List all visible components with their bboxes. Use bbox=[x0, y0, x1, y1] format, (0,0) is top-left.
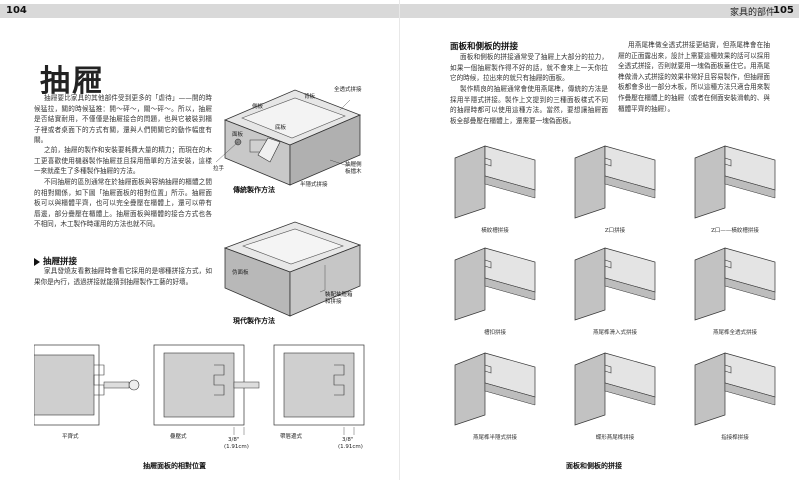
label-front-panel: 面板 bbox=[232, 132, 244, 138]
joint-caption-8: 蝶形燕尾榫拼接 bbox=[595, 435, 635, 441]
subheading: 抽屜拼接 bbox=[34, 255, 77, 267]
joint-illustration-9 bbox=[694, 352, 776, 426]
label-bottom-panel: 底板 bbox=[275, 125, 287, 131]
joint-illustration-1 bbox=[454, 145, 536, 219]
dim-overlay-inch: 3/8" bbox=[228, 437, 240, 443]
right-page-number: 105 bbox=[773, 5, 794, 16]
arrow-icon bbox=[34, 257, 40, 266]
joint-illustration-6 bbox=[694, 247, 776, 321]
label-box-assembly: 裝配抽屜箱和拼接 bbox=[325, 292, 353, 305]
right-col1-p1: 面板和側板的拼接通常受了抽屜上大部分的拉力，如果一個抽屜製作得不好的話，就不會來… bbox=[450, 53, 608, 83]
label-lipped: 帶唇邊式 bbox=[280, 434, 303, 440]
dim-lipped-inch: 3/8" bbox=[342, 437, 354, 443]
paragraph-3: 不同抽屜的區別通常在於抽屜面板與容納抽屜的櫃體之間的相對關係，如下圖「抽屜面板的… bbox=[34, 178, 212, 229]
paragraph-2: 之前，抽屜的製作和安裝要耗費大量的精力；而現在的木工更喜歡使用機器製作抽屜並且採… bbox=[34, 146, 212, 176]
joint-illustration-5 bbox=[574, 247, 656, 321]
joint-illustration-8 bbox=[574, 352, 656, 426]
drawer-front-positions-illustration bbox=[34, 344, 365, 435]
joint-illustration-7 bbox=[454, 352, 536, 426]
label-back-panel: 背板 bbox=[304, 94, 316, 100]
joint-illustration-4 bbox=[454, 247, 536, 321]
left-page-number: 104 bbox=[6, 5, 27, 16]
traditional-drawer-illustration bbox=[215, 89, 362, 186]
joint-caption-1: 橫紋槽拼接 bbox=[481, 228, 509, 234]
gutter bbox=[399, 0, 400, 480]
sub-paragraph: 家具發燒友看數抽屜時會看它採用的是哪種拼接方式，如果你是內行，透過拼接就能猜到抽… bbox=[34, 267, 212, 286]
label-side-panel: 側板 bbox=[252, 104, 264, 110]
joint-illustration-2 bbox=[574, 145, 656, 219]
joint-caption-2: Z口拼接 bbox=[604, 228, 626, 234]
page-title: 抽屜 bbox=[40, 64, 104, 99]
paragraph-1: 抽屜要比家具的其他部件受到更多的「虐待」——開的時候猛拉，關的時候猛推：開～砰～… bbox=[34, 94, 212, 145]
joint-caption-9: 指接榫拼接 bbox=[721, 435, 749, 441]
right-running-head: 家具的部件 bbox=[730, 8, 776, 18]
label-half-blind-dovetail: 半隱式拼接 bbox=[300, 182, 328, 188]
label-handle: 拉手 bbox=[213, 166, 225, 172]
dim-lipped-cm: (1.91cm) bbox=[338, 444, 363, 450]
label-flush: 平齊式 bbox=[62, 434, 79, 440]
right-header-band bbox=[400, 4, 799, 18]
joint-caption-7: 燕尾榫半隱式拼接 bbox=[472, 435, 517, 441]
joint-caption-3: Z口——橫紋槽拼接 bbox=[711, 228, 759, 234]
joint-caption-5: 燕尾榫滑入式拼接 bbox=[592, 330, 637, 336]
subheading-text: 抽屜拼接 bbox=[43, 257, 78, 267]
joint-caption-6: 燕尾榫全透式拼接 bbox=[712, 330, 757, 336]
modern-drawer-illustration bbox=[223, 221, 362, 317]
joint-caption-4: 槽扣拼接 bbox=[483, 330, 506, 336]
figure2-caption: 現代製作方法 bbox=[233, 317, 275, 325]
dim-overlay-cm: (1.91cm) bbox=[224, 444, 249, 450]
left-header-band bbox=[0, 4, 399, 18]
right-col1-p2: 製作精良的抽屜通常會使用燕尾榫，傳統的方法是採用半隱式拼接。製作上文提到的三種面… bbox=[450, 85, 608, 125]
figure3-caption: 抽屜面板的相對位置 bbox=[143, 462, 206, 470]
joint-illustration-3 bbox=[694, 145, 776, 219]
label-overlay: 疊壓式 bbox=[170, 434, 187, 440]
panels-caption: 面板和側板的拼接 bbox=[566, 462, 622, 470]
label-side-runner: 抽屜側板擋木 bbox=[345, 162, 362, 175]
label-through-dovetail: 全透式拼接 bbox=[334, 87, 362, 93]
figure1-caption: 傳統製作方法 bbox=[233, 186, 275, 194]
right-col2: 用燕尾榫做全透式拼接更結實，但燕尾榫會在抽屜的正面露出來，設計上需要這種效果的話… bbox=[618, 41, 770, 113]
right-heading: 面板和側板的拼接 bbox=[450, 42, 519, 52]
label-false-front: 伪面板 bbox=[232, 270, 249, 276]
